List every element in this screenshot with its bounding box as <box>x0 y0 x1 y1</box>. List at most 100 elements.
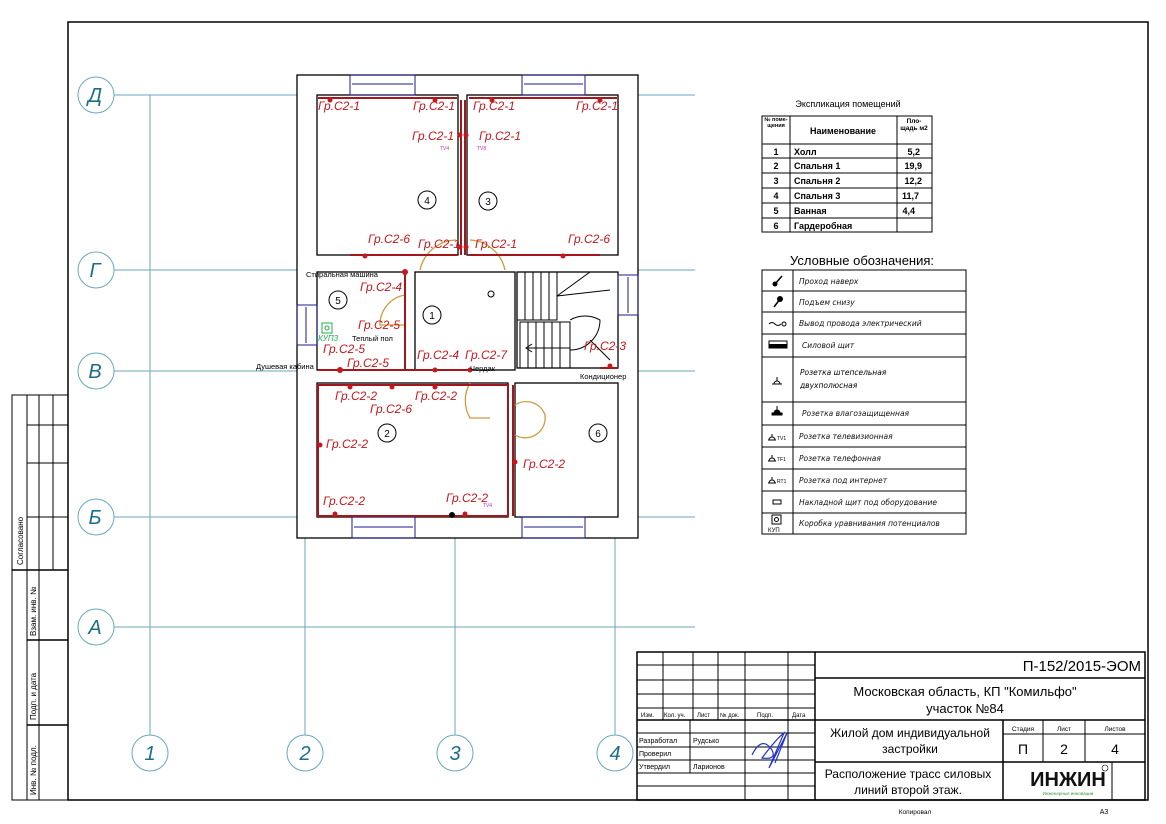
axis-label-row: Б <box>88 507 101 529</box>
cell-num: 1 <box>773 147 778 157</box>
col-header: Кол. уч. <box>664 713 686 719</box>
stage-label: Стадия <box>1012 726 1035 733</box>
col-header: Изм. <box>641 713 654 719</box>
sign-date-label: Подп. и дата <box>29 672 38 720</box>
phone-socket-icon: TF1 <box>768 455 786 463</box>
room-number: 4 <box>424 196 430 207</box>
socket-icon <box>772 377 782 385</box>
circuit-label: Гр.С2-6 <box>568 232 610 246</box>
cell-name: Спальня 2 <box>794 176 840 186</box>
axis-label-col: 1 <box>144 743 155 765</box>
header-area: Пло-щадь м2 <box>900 118 928 132</box>
role-name: Рудсько <box>693 738 719 745</box>
sheet-title-line1: Расположение трасс силовых <box>825 767 992 781</box>
axis-label-col: 3 <box>449 743 460 765</box>
sheet-value: 2 <box>1060 741 1068 757</box>
circuit-label: Гр.С2-7 <box>465 348 508 362</box>
note-washing-machine: Стиральная машина <box>306 270 379 279</box>
legend-label: Коробка уравнивания потенциалов <box>799 519 940 528</box>
role-label: Проверил <box>639 751 671 758</box>
circuit-label: Гр.С2-1 <box>479 129 521 143</box>
col-header: Подп. <box>757 713 773 719</box>
note-shower: Душевая кабина <box>256 362 315 371</box>
circuit-label: Гр.С2-5 <box>347 356 389 370</box>
cell-num: 5 <box>773 206 778 216</box>
legend-label: Розетка телефонная <box>799 454 881 463</box>
axis-label-col: 2 <box>298 743 310 765</box>
circuit-label: Гр.С2-6 <box>370 402 412 416</box>
object-line2: застройки <box>882 742 938 756</box>
axis-label-row: В <box>88 361 101 383</box>
waterproof-socket-icon <box>771 406 783 416</box>
legend-tag: RT1 <box>777 479 787 485</box>
inv-orig-label: Инв. № подл. <box>29 745 38 795</box>
format-label: А3 <box>1100 809 1109 816</box>
cell-area: 12,2 <box>904 176 922 186</box>
sheets-value: 4 <box>1111 741 1119 757</box>
circuit-label: Гр.С2-1 <box>576 99 618 113</box>
legend-label: Накладной щит под оборудование <box>799 498 937 507</box>
legend-label: Проход наверх <box>799 277 859 286</box>
legend-tag: TV1 <box>777 436 786 442</box>
address-line1: Московская область, КП "Комильфо" <box>853 684 1077 699</box>
stage-value: П <box>1018 741 1028 757</box>
legend-label: Подъем снизу <box>799 298 855 307</box>
circuit-label: Гр.С2-1 <box>413 99 455 113</box>
circuit-label: Гр.С2-2 <box>523 457 565 471</box>
equipotential-box-icon: КУП <box>768 514 782 534</box>
address-line2: участок №84 <box>926 701 1004 716</box>
legend-tag: КУП <box>768 528 780 534</box>
logo-text: ИНЖИН <box>1030 769 1106 791</box>
equipotential-box-icon <box>321 322 333 334</box>
cell-area: 11,7 <box>902 191 919 201</box>
col-header: № док. <box>720 712 740 719</box>
note-floor-heating: Теплый пол <box>352 334 393 343</box>
note-attic: Чердак <box>470 364 496 373</box>
sheets-label: Листов <box>1104 726 1126 733</box>
legend: Условные обозначения: TV1 TF1 RT1 КУП Пр… <box>761 253 967 535</box>
cell-name: Ванная <box>794 206 827 216</box>
signature <box>751 731 788 769</box>
explication-title: Экспликация помещений <box>795 99 900 109</box>
floor-plan <box>296 74 639 539</box>
cell-name: Холл <box>794 147 817 157</box>
circuit-label: Гр.С2-1 <box>475 237 517 251</box>
circuit-label: Гр.С2-1 <box>473 99 515 113</box>
sheet-title-line2: линий второй этаж. <box>854 783 962 797</box>
power-panel-icon <box>768 340 788 349</box>
grid-labels: Д Г В Б А 1 2 3 4 <box>86 85 621 765</box>
title-block: Изм. Кол. уч. Лист № док. Подп. Дата Раз… <box>636 651 1146 816</box>
cell-num: 2 <box>773 161 778 171</box>
room-number: 5 <box>335 296 341 307</box>
cell-num: 3 <box>773 176 778 186</box>
cell-name: Спальня 1 <box>794 161 840 171</box>
col-header: Лист <box>697 713 710 719</box>
role-label: Утвердил <box>639 764 670 771</box>
legend-label: Розетка под интернет <box>799 476 888 485</box>
cell-area: 4,4 <box>902 206 915 216</box>
circuit-label: Гр.С2-4 <box>417 348 459 362</box>
wire-outlet-icon <box>768 321 787 327</box>
room-number: 6 <box>595 429 601 440</box>
role-label: Разработал <box>639 737 677 745</box>
circuit-label: Гр.С2-2 <box>446 491 488 505</box>
legend-title: Условные обозначения: <box>790 253 934 268</box>
cell-num: 4 <box>773 191 778 201</box>
staircase <box>487 271 611 369</box>
axis-label-row: Г <box>90 260 103 282</box>
note-tv: TV4 <box>483 503 492 509</box>
rise-from-below-icon <box>773 296 783 308</box>
circuit-label: Гр.С2-1 <box>318 99 360 113</box>
agreed-label: Согласовано <box>16 516 25 565</box>
plan-notes: Стиральная машина Теплый пол Душевая каб… <box>256 146 626 509</box>
side-stamp: Согласовано Взам. инв. № Подп. и дата Ин… <box>11 394 69 801</box>
company-logo: ИНЖИН Инженерные инновации <box>1030 764 1109 796</box>
circuit-label: Гр.С2-2 <box>323 494 365 508</box>
logo-subtitle: Инженерные инновации <box>1043 791 1094 796</box>
room-number: 2 <box>384 429 390 440</box>
cell-area: 19,9 <box>904 161 922 171</box>
replace-inv-label: Взам. инв. № <box>29 586 38 636</box>
header-num: № поме-щения <box>764 117 788 129</box>
document-code: П-152/2015-ЭОМ <box>1023 658 1141 675</box>
room-number: 3 <box>485 197 491 208</box>
